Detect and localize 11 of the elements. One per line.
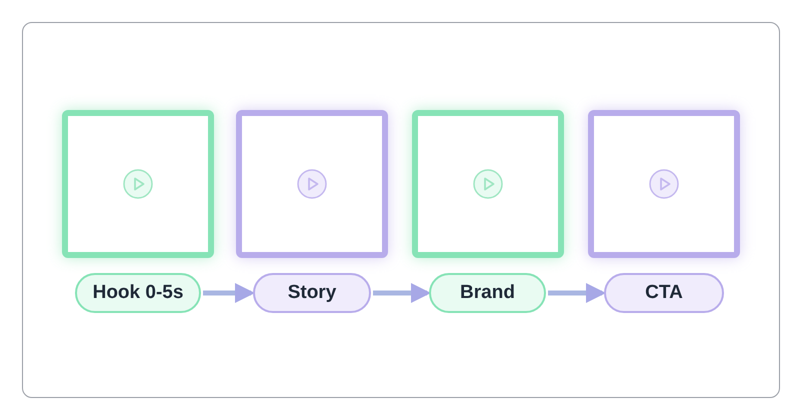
step-pill xyxy=(75,273,201,313)
step-pill xyxy=(253,273,371,313)
step-label: CTA xyxy=(645,282,683,304)
step-pill xyxy=(604,273,724,313)
step-pill xyxy=(429,273,546,313)
arrow xyxy=(548,283,606,303)
step-label: Story xyxy=(288,282,336,304)
step-label: Brand xyxy=(460,282,515,304)
step-label: Hook 0-5s xyxy=(92,282,184,304)
arrow xyxy=(373,283,431,303)
arrow xyxy=(203,283,255,303)
